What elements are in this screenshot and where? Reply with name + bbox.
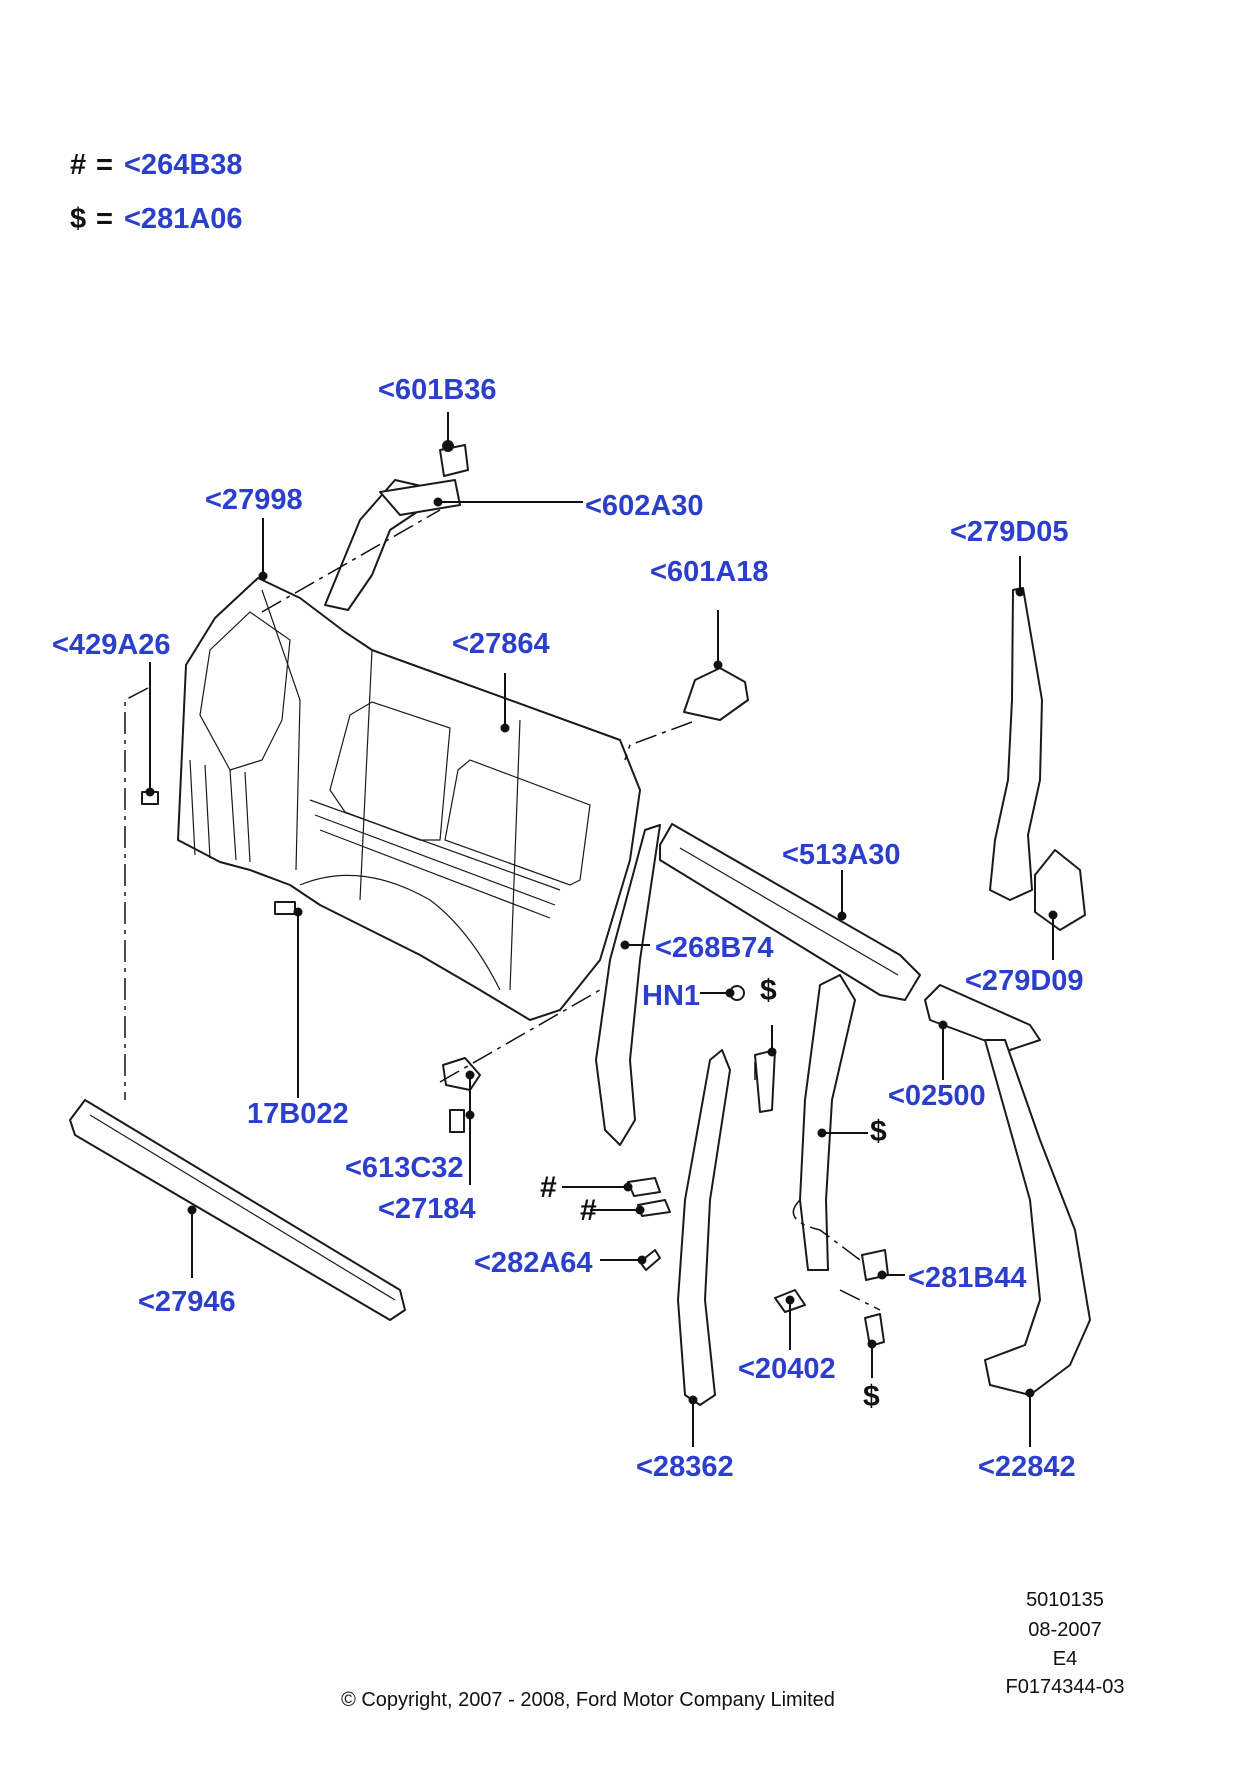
pillar-28362-part bbox=[677, 1049, 731, 1406]
clip-hash-1-part bbox=[627, 1177, 661, 1197]
callout-279D09[interactable]: <279D09 bbox=[965, 965, 1084, 997]
bolt-282A64-part bbox=[639, 1249, 661, 1271]
clip-601B36-part bbox=[439, 444, 469, 477]
pillar-281A06-part bbox=[799, 974, 856, 1271]
clip-17B022-part bbox=[274, 901, 296, 915]
rocker-panel-part bbox=[69, 1099, 406, 1321]
bracket-dollar-part bbox=[754, 1049, 776, 1113]
callout-613C32[interactable]: <613C32 bbox=[345, 1152, 464, 1184]
legend-equals: = bbox=[96, 203, 113, 235]
hash-marker-1: # bbox=[540, 1171, 557, 1204]
alignment-lines bbox=[124, 509, 881, 1311]
b-pillar-part bbox=[595, 824, 661, 1146]
callout-27184[interactable]: <27184 bbox=[378, 1193, 476, 1225]
leader-lines bbox=[145, 412, 1058, 1447]
edition: E4 bbox=[1053, 1648, 1077, 1670]
callout-282A64[interactable]: <282A64 bbox=[474, 1247, 593, 1279]
bracket-279D09-part bbox=[1034, 849, 1086, 931]
legend: # = <264B38 $ = <281A06 bbox=[70, 149, 243, 235]
diagram-date: 08-2007 bbox=[1028, 1619, 1101, 1641]
callout-281B44[interactable]: <281B44 bbox=[908, 1262, 1027, 1294]
clip-dollar-lower-part bbox=[864, 1313, 885, 1347]
side-panel-part bbox=[177, 577, 641, 1021]
footer: 5010135 08-2007 E4 F0174344-03 © Copyrig… bbox=[341, 1589, 1124, 1711]
legend-ref-264B38[interactable]: <264B38 bbox=[124, 149, 243, 181]
callout-602A30[interactable]: <602A30 bbox=[585, 490, 704, 522]
figure-id: F0174344-03 bbox=[1006, 1676, 1125, 1698]
legend-symbol-hash: # bbox=[70, 149, 86, 181]
reference-number: 5010135 bbox=[1026, 1589, 1104, 1611]
callout-27864[interactable]: <27864 bbox=[452, 628, 550, 660]
dollar-marker-middle: $ bbox=[870, 1115, 887, 1148]
dollar-marker-lower: $ bbox=[863, 1380, 880, 1413]
legend-symbol-dollar: $ bbox=[70, 203, 86, 235]
corner-02500-part bbox=[924, 984, 1041, 1051]
callout-513A30[interactable]: <513A30 bbox=[782, 839, 901, 871]
callout-17B022[interactable]: 17B022 bbox=[247, 1098, 349, 1130]
hash-marker-2: # bbox=[580, 1194, 597, 1227]
copyright-notice: © Copyright, 2007 - 2008, Ford Motor Com… bbox=[341, 1689, 835, 1711]
callout-601A18[interactable]: <601A18 bbox=[650, 556, 769, 588]
callout-20402[interactable]: <20402 bbox=[738, 1353, 836, 1385]
callout-27998[interactable]: <27998 bbox=[205, 484, 303, 516]
callout-429A26[interactable]: <429A26 bbox=[52, 629, 171, 661]
rear-pillar-279D05-part bbox=[989, 587, 1043, 901]
callout-27946[interactable]: <27946 bbox=[138, 1286, 236, 1318]
rear-pillar-22842-part bbox=[984, 1039, 1091, 1396]
dollar-marker-upper: $ bbox=[760, 974, 777, 1007]
callout-labels: <601B36 <602A30 <27998 <279D05 <601A18 <… bbox=[52, 374, 1084, 1483]
bracket-601A18-part bbox=[683, 667, 749, 721]
bracket-27184-part bbox=[449, 1109, 465, 1133]
callout-22842[interactable]: <22842 bbox=[978, 1451, 1076, 1483]
callout-268B74[interactable]: <268B74 bbox=[655, 932, 774, 964]
callout-601B36[interactable]: <601B36 bbox=[378, 374, 497, 406]
callout-HN1[interactable]: HN1 bbox=[642, 980, 700, 1012]
callout-28362[interactable]: <28362 bbox=[636, 1451, 734, 1483]
legend-ref-281A06[interactable]: <281A06 bbox=[124, 203, 243, 235]
legend-equals: = bbox=[96, 149, 113, 181]
callout-279D05[interactable]: <279D05 bbox=[950, 516, 1069, 548]
pillar-bracket-part bbox=[379, 479, 461, 516]
callout-02500[interactable]: <02500 bbox=[888, 1080, 986, 1112]
